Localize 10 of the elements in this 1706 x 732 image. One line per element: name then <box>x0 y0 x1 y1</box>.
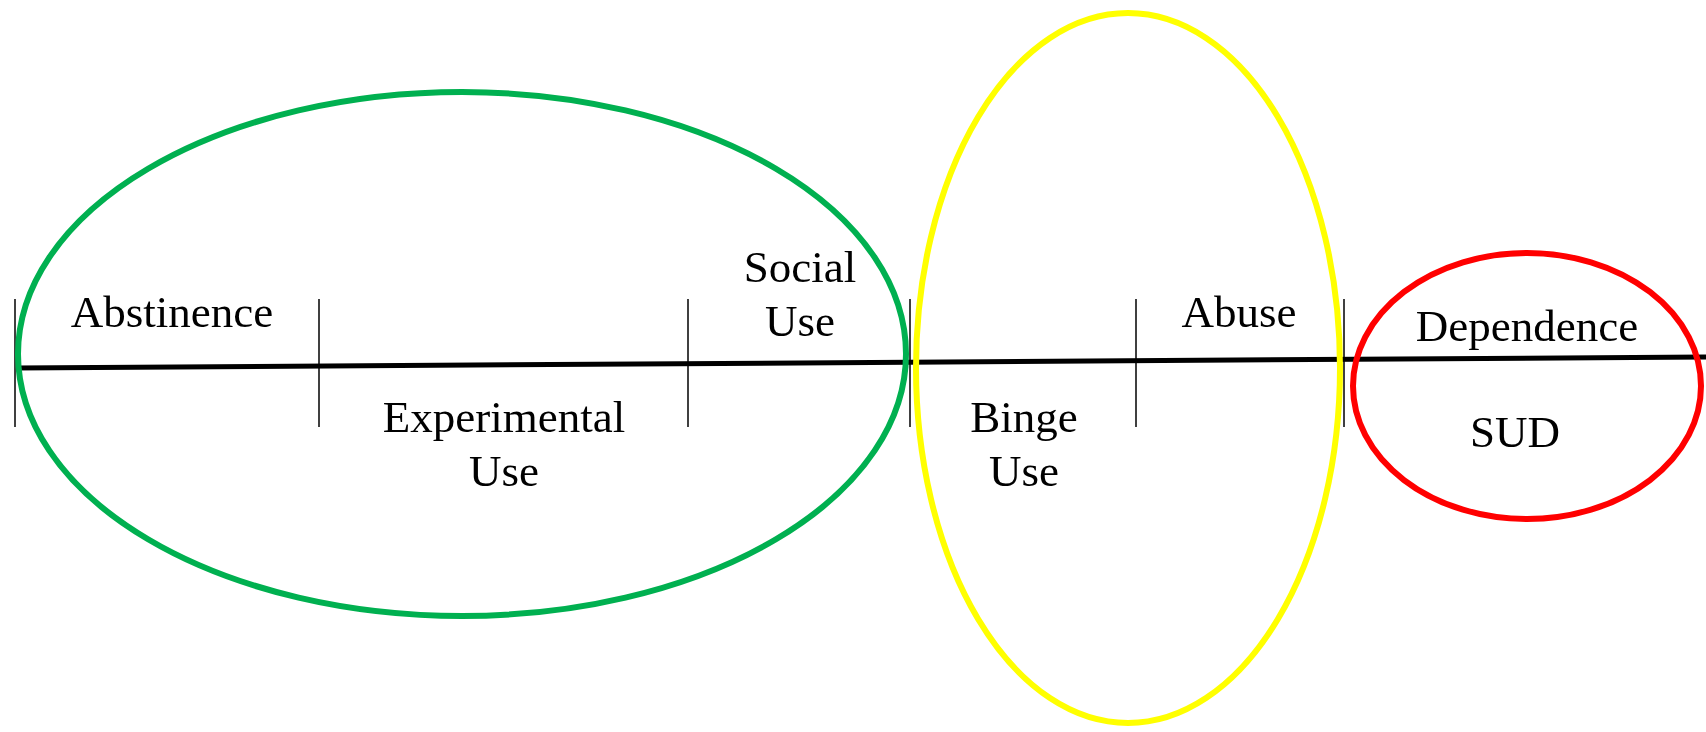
stage-ellipse <box>1350 250 1704 522</box>
stage-ellipse <box>15 89 909 619</box>
stage-label: Abuse <box>1180 286 1298 339</box>
stage-label: SUD <box>1469 406 1561 459</box>
stage-label: Experimental Use <box>381 391 627 498</box>
stage-label: Abstinence <box>69 286 275 339</box>
stage-label: Binge Use <box>969 391 1079 498</box>
stage-label: Dependence <box>1414 300 1640 353</box>
stage-ellipse <box>913 10 1343 726</box>
stage-label: Social Use <box>742 241 858 348</box>
